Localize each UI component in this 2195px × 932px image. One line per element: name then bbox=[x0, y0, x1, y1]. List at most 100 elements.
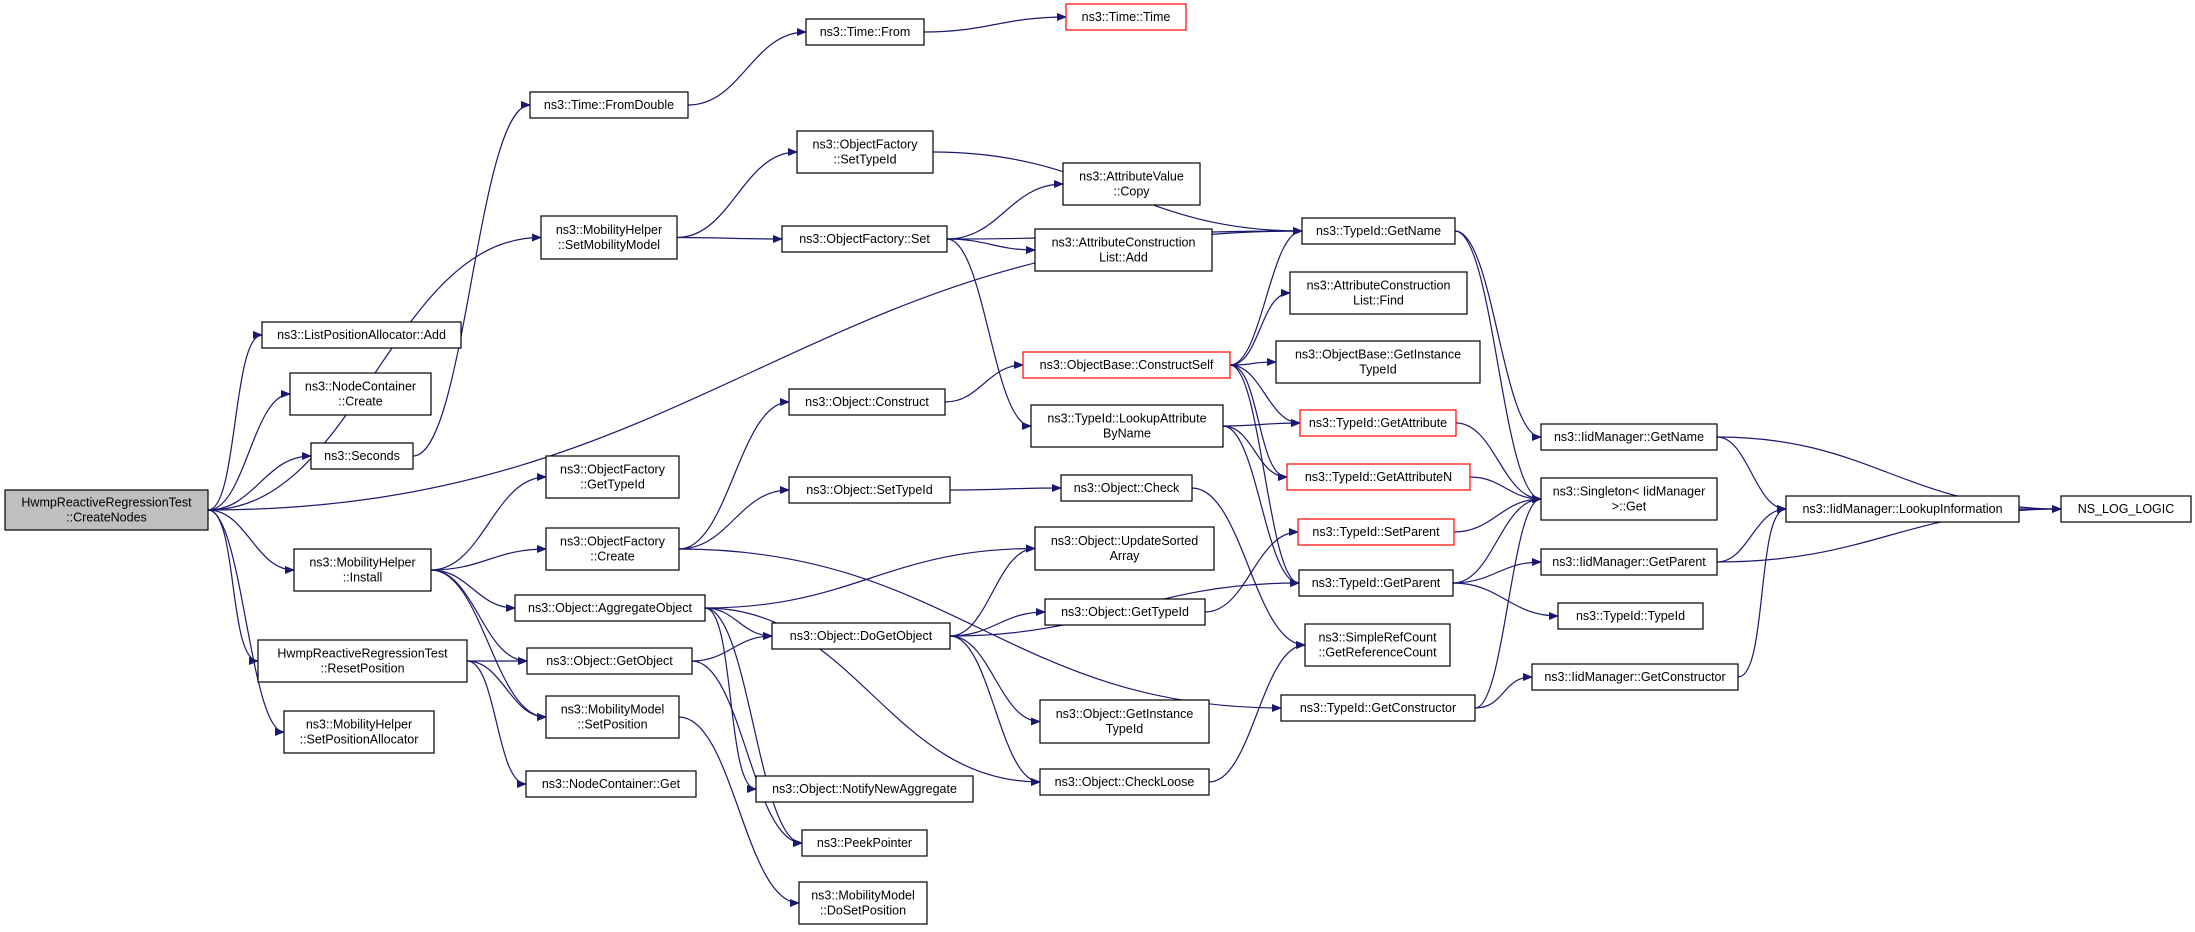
node-lookupinfo[interactable]: ns3::IidManager::LookupInformation bbox=[1785, 495, 2020, 523]
node-root[interactable]: HwmpReactiveRegressionTest::CreateNodes bbox=[4, 489, 209, 531]
node-label: ns3::AttributeValue bbox=[1079, 170, 1184, 184]
node-box bbox=[545, 527, 680, 571]
node-iidgetctor[interactable]: ns3::IidManager::GetConstructor bbox=[1531, 663, 1739, 691]
edge-ofcreate-to-objconstruct bbox=[678, 398, 790, 550]
node-label: ns3::Object::AggregateObject bbox=[528, 601, 693, 615]
node-iidgetparent[interactable]: ns3::IidManager::GetParent bbox=[1540, 548, 1718, 576]
node-tidgetctor[interactable]: ns3::TypeId::GetConstructor bbox=[1280, 694, 1476, 722]
node-label: ::SetPositionAllocator bbox=[300, 733, 419, 747]
node-resetpos[interactable]: HwmpReactiveRegressionTest::ResetPositio… bbox=[257, 639, 468, 683]
node-tidsetparent[interactable]: ns3::TypeId::SetParent bbox=[1297, 518, 1455, 546]
node-tidtypeid[interactable]: ns3::TypeId::TypeId bbox=[1557, 602, 1704, 630]
node-nslog[interactable]: NS_LOG_LOGIC bbox=[2060, 495, 2192, 523]
node-label: ::GetTypeId bbox=[580, 478, 645, 492]
node-checkloose[interactable]: ns3::Object::CheckLoose bbox=[1039, 768, 1210, 796]
node-label: ByName bbox=[1103, 427, 1151, 441]
node-ofgettypeid[interactable]: ns3::ObjectFactory::GetTypeId bbox=[545, 455, 680, 499]
node-box bbox=[1531, 663, 1739, 691]
edge-aggregate-to-checkloose bbox=[704, 607, 1041, 786]
node-label: ns3::Time::FromDouble bbox=[544, 98, 674, 112]
node-label: ::GetReferenceCount bbox=[1318, 646, 1437, 660]
node-tidgetname[interactable]: ns3::TypeId::GetName bbox=[1301, 217, 1456, 245]
node-label: ns3::Object::GetObject bbox=[546, 654, 673, 668]
node-box bbox=[540, 215, 678, 260]
node-label: ns3::IidManager::GetConstructor bbox=[1544, 670, 1725, 684]
node-label: ::SetPosition bbox=[577, 718, 647, 732]
node-ofset[interactable]: ns3::ObjectFactory::Set bbox=[781, 225, 948, 253]
edge-tidgetparent-to-iidgetparent bbox=[1452, 558, 1542, 584]
edge-constructself-to-obgetinst bbox=[1229, 358, 1277, 367]
node-label: ns3::Time::Time bbox=[1082, 10, 1171, 24]
node-constructself[interactable]: ns3::ObjectBase::ConstructSelf bbox=[1022, 351, 1231, 379]
edge-tidsetparent-to-singleton bbox=[1453, 495, 1542, 533]
node-tidgetattr[interactable]: ns3::TypeId::GetAttribute bbox=[1299, 409, 1457, 437]
node-fromdouble[interactable]: ns3::Time::FromDouble bbox=[529, 91, 689, 119]
node-peekpointer[interactable]: ns3::PeekPointer bbox=[801, 829, 928, 857]
node-setposalloc[interactable]: ns3::MobilityHelper::SetPositionAllocato… bbox=[283, 710, 435, 754]
node-box bbox=[1304, 623, 1451, 667]
node-box bbox=[261, 321, 462, 349]
node-getobject[interactable]: ns3::Object::GetObject bbox=[526, 647, 693, 675]
edge-from-to-time bbox=[923, 13, 1067, 33]
node-refcount[interactable]: ns3::SimpleRefCount::GetReferenceCount bbox=[1304, 623, 1451, 667]
node-box bbox=[4, 489, 209, 531]
node-label: ns3::ObjectBase::GetInstance bbox=[1295, 348, 1461, 362]
node-aggregate[interactable]: ns3::Object::AggregateObject bbox=[514, 594, 706, 622]
node-label: ::Install bbox=[343, 571, 383, 585]
node-label: TypeId bbox=[1359, 363, 1397, 377]
node-listadd[interactable]: ns3::ListPositionAllocator::Add bbox=[261, 321, 462, 349]
node-seconds[interactable]: ns3::Seconds bbox=[310, 442, 414, 470]
node-label: ns3::MobilityHelper bbox=[306, 718, 412, 732]
node-box bbox=[1034, 228, 1213, 272]
edge-install-to-ofcreate bbox=[430, 545, 547, 571]
node-box bbox=[1022, 351, 1231, 379]
node-label: ns3::TypeId::GetConstructor bbox=[1300, 701, 1456, 715]
node-avcopy[interactable]: ns3::AttributeValue::Copy bbox=[1062, 162, 1201, 206]
node-label: List::Add bbox=[1099, 251, 1148, 265]
node-objcheck[interactable]: ns3::Object::Check bbox=[1060, 474, 1193, 502]
node-objsettypeid[interactable]: ns3::Object::SetTypeId bbox=[788, 476, 951, 504]
node-time[interactable]: ns3::Time::Time bbox=[1065, 3, 1187, 31]
node-notifyagg[interactable]: ns3::Object::NotifyNewAggregate bbox=[755, 775, 974, 803]
node-label: ns3::Object::UpdateSorted bbox=[1051, 534, 1198, 548]
node-dogetobject[interactable]: ns3::Object::DoGetObject bbox=[771, 622, 951, 650]
node-tidgetparent[interactable]: ns3::TypeId::GetParent bbox=[1298, 569, 1454, 597]
node-label: TypeId bbox=[1106, 722, 1144, 736]
node-objgettypeid[interactable]: ns3::Object::GetTypeId bbox=[1044, 598, 1206, 626]
edge-tidgetattr-to-singleton bbox=[1455, 422, 1542, 503]
node-box bbox=[1540, 477, 1718, 521]
node-tidgetattrn[interactable]: ns3::TypeId::GetAttributeN bbox=[1286, 463, 1471, 491]
node-dosetpos[interactable]: ns3::MobilityModel::DoSetPosition bbox=[798, 881, 928, 925]
node-setmob[interactable]: ns3::MobilityHelper::SetMobilityModel bbox=[540, 215, 678, 260]
node-objconstruct[interactable]: ns3::Object::Construct bbox=[788, 388, 946, 416]
node-ncget[interactable]: ns3::NodeContainer::Get bbox=[525, 770, 697, 798]
node-ofcreate[interactable]: ns3::ObjectFactory::Create bbox=[545, 527, 680, 571]
node-label: ns3::MobilityModel bbox=[811, 889, 915, 903]
edge-dogetobject-to-updatesorted bbox=[949, 544, 1036, 637]
node-box bbox=[514, 594, 706, 622]
node-from[interactable]: ns3::Time::From bbox=[805, 18, 925, 46]
node-nccreate[interactable]: ns3::NodeContainer::Create bbox=[289, 372, 432, 416]
node-label: ::Copy bbox=[1113, 185, 1150, 199]
node-mmsetpos[interactable]: ns3::MobilityModel::SetPosition bbox=[545, 695, 680, 739]
edge-tidgetctor-to-singleton bbox=[1474, 495, 1542, 709]
edge-tidgetname-to-iidgetname bbox=[1454, 230, 1542, 441]
node-label: ns3::Object::Check bbox=[1074, 481, 1180, 495]
edge-objgettypeid-to-tidsetparent bbox=[1204, 528, 1299, 613]
node-box bbox=[798, 881, 928, 925]
node-ofsettypeid[interactable]: ns3::ObjectFactory::SetTypeId bbox=[796, 130, 934, 174]
node-iidgetname[interactable]: ns3::IidManager::GetName bbox=[1540, 423, 1718, 451]
edge-lookupattr-to-tidgetparent bbox=[1222, 425, 1300, 587]
node-label: ns3::NodeContainer bbox=[305, 380, 416, 394]
edge-setmob-to-ofset bbox=[676, 234, 783, 243]
node-label: ns3::MobilityHelper bbox=[309, 556, 415, 570]
edge-objsettypeid-to-objcheck bbox=[949, 484, 1062, 493]
node-install[interactable]: ns3::MobilityHelper::Install bbox=[293, 548, 432, 592]
node-singleton[interactable]: ns3::Singleton< IidManager>::Get bbox=[1540, 477, 1718, 521]
